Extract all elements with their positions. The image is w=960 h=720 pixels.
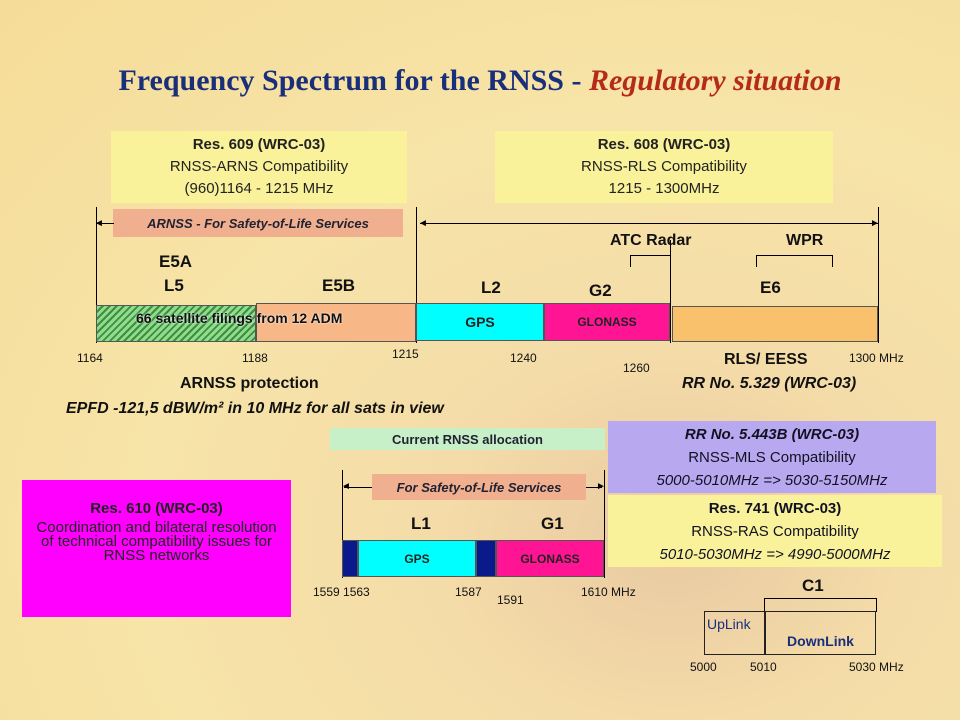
tick-1300: 1300 MHz <box>849 351 904 365</box>
segment-glonass-upper: GLONASS <box>544 303 670 341</box>
c1-line-left <box>764 598 765 612</box>
arrow-right-icon: ► <box>870 218 880 229</box>
res608-box: Res. 608 (WRC-03) RNSS-RLS Compatibility… <box>495 131 833 203</box>
label-l5: L5 <box>164 276 184 295</box>
label-e6: E6 <box>760 278 781 297</box>
uplink-label: UpLink <box>707 616 751 632</box>
title-highlight: Regulatory situation <box>588 64 842 97</box>
tick-1610: 1610 MHz <box>581 585 636 599</box>
res609-box: Res. 609 (WRC-03) RNSS-ARNS Compatibilit… <box>111 131 407 203</box>
tick-1591: 1591 <box>497 593 524 607</box>
res610-title: Res. 610 (WRC-03) <box>90 500 223 517</box>
glonass-upper-label: GLONASS <box>577 315 637 329</box>
res608-title: Res. 608 (WRC-03) <box>597 136 731 153</box>
res741-box: Res. 741 (WRC-03) RNSS-RAS Compatibility… <box>608 495 942 567</box>
arrow-right-icon: ► <box>596 481 606 492</box>
res610-box: Res. 610 (WRC-03) Coordination and bilat… <box>22 480 291 617</box>
label-e5a: E5A <box>159 252 193 271</box>
current-allocation-label: Current RNSS allocation <box>392 431 543 447</box>
rr5443b-line2: 5000-5010MHz => 5030-5150MHz <box>656 471 888 489</box>
tick-5030: 5030 MHz <box>849 660 904 674</box>
wpr-line <box>756 255 832 256</box>
segment-l1-navy-right <box>476 540 496 577</box>
gps-upper-label: GPS <box>465 314 495 330</box>
segment-downlink: DownLink <box>765 611 876 655</box>
label-wpr: WPR <box>786 232 824 249</box>
wpr-left <box>756 255 757 267</box>
c1-line-right <box>876 598 877 612</box>
tick-5010: 5010 <box>750 660 777 674</box>
tick-1188: 1188 <box>242 351 268 365</box>
segment-e5a-hatched <box>96 305 256 342</box>
arrow-left-icon: ◄ <box>418 218 428 229</box>
atc-radar-right <box>670 240 671 343</box>
tick-1215: 1215 <box>392 347 419 361</box>
rls-eess-label: RLS/ EESS <box>724 351 808 368</box>
label-g1: G1 <box>541 514 564 533</box>
label-l2: L2 <box>481 278 501 297</box>
arnss-protection-label: ARNSS protection <box>180 375 319 392</box>
label-c1: C1 <box>802 576 824 595</box>
segment-e6 <box>672 306 878 342</box>
lower-boundary-right <box>604 470 605 578</box>
c1-line <box>764 598 876 599</box>
segment-e5b <box>256 303 416 342</box>
rr5329-label: RR No. 5.329 (WRC-03) <box>682 375 857 392</box>
arnss-arrow-line <box>96 223 114 224</box>
rr5443b-line1: RNSS-MLS Compatibility <box>688 448 856 466</box>
tick-1164: 1164 <box>77 351 103 365</box>
lower-boundary-left <box>342 470 343 578</box>
segment-l1-navy-left <box>342 540 358 577</box>
page-title: Frequency Spectrum for the RNSS - Regula… <box>0 64 960 98</box>
label-l1: L1 <box>411 514 431 533</box>
title-main: Frequency Spectrum for the RNSS - <box>118 64 589 97</box>
segment-glonass-lower: GLONASS <box>496 540 604 577</box>
tick-1260: 1260 <box>623 361 650 375</box>
tick-1240: 1240 <box>510 351 537 365</box>
tick-1559-1563: 1559 1563 <box>313 585 370 599</box>
rls-arrow-line <box>420 223 878 224</box>
rr5443b-box: RR No. 5.443B (WRC-03) RNSS-MLS Compatib… <box>608 421 936 493</box>
lower-safety-bar: For Safety-of-Life Services <box>372 474 586 500</box>
tick-1587: 1587 <box>455 585 482 599</box>
segment-uplink: UpLink <box>704 611 765 655</box>
boundary-1300 <box>878 207 879 343</box>
res609-line2: (960)1164 - 1215 MHz <box>184 180 334 197</box>
res741-line1: RNSS-RAS Compatibility <box>691 522 859 540</box>
boundary-1164 <box>96 207 97 343</box>
tick-5000: 5000 <box>690 660 717 674</box>
atc-radar-line <box>630 255 670 256</box>
res609-title: Res. 609 (WRC-03) <box>192 136 326 153</box>
label-atc-radar: ATC Radar <box>610 232 692 249</box>
glonass-lower-label: GLONASS <box>520 551 580 566</box>
label-g2: G2 <box>589 281 612 300</box>
res608-line2: 1215 - 1300MHz <box>608 180 720 197</box>
res610-body: Coordination and bilateral resolution of… <box>36 519 277 564</box>
res741-line2: 5010-5030MHz => 4990-5000MHz <box>659 545 891 563</box>
atc-radar-left <box>630 255 631 267</box>
arrow-left-icon: ◄ <box>341 481 351 492</box>
boundary-1215 <box>416 207 417 343</box>
res609-line1: RNSS-ARNS Compatibility <box>169 158 349 175</box>
arnss-safety-bar: ARNSS - For Safety-of-Life Services <box>113 209 403 237</box>
gps-lower-label: GPS <box>404 551 430 566</box>
segment-gps-lower: GPS <box>358 540 476 577</box>
label-e5b: E5B <box>322 276 356 295</box>
segment-gps-upper: GPS <box>416 303 544 341</box>
rr5443b-title: RR No. 5.443B (WRC-03) <box>684 425 860 443</box>
arrow-left-icon: ◄ <box>94 218 104 229</box>
filings-label: 66 satellite filings from 12 ADM <box>136 310 343 326</box>
downlink-label: DownLink <box>787 633 854 649</box>
wpr-right <box>832 255 833 267</box>
epfd-label: EPFD -121,5 dBW/m² in 10 MHz for all sat… <box>66 400 444 417</box>
current-allocation-bar: Current RNSS allocation <box>330 428 605 450</box>
res608-line1: RNSS-RLS Compatibility <box>581 158 747 175</box>
res741-title: Res. 741 (WRC-03) <box>708 499 842 517</box>
